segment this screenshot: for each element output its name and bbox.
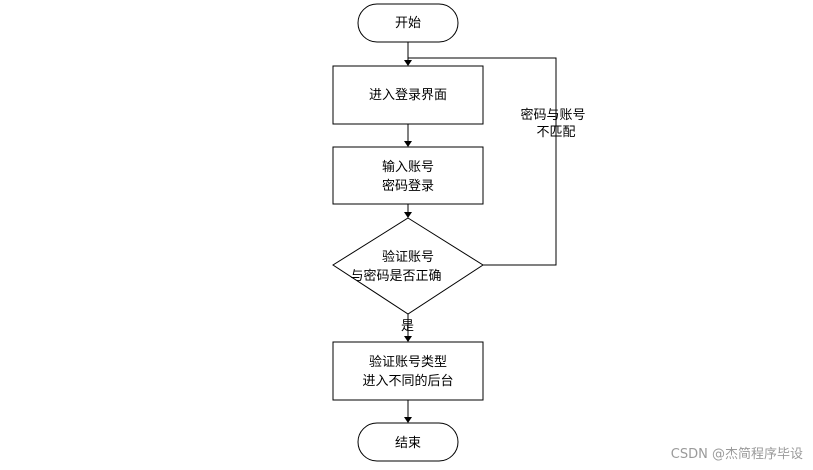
arrowhead-verify [404,212,412,218]
input-label-line2: 密码登录 [382,178,434,194]
input-label-line1: 输入账号 [382,159,434,175]
end-label: 结束 [395,436,421,451]
mismatch-label-line1: 密码与账号 [520,107,585,123]
node-input: 输入账号 密码登录 [332,146,484,205]
node-start: 开始 [357,3,459,43]
dispatch-label-line2: 进入不同的后台 [362,373,453,389]
node-end: 结束 [357,422,459,462]
mismatch-label-line2: 不匹配 [536,125,575,140]
dispatch-box [332,341,484,401]
arrowhead-dispatch [404,336,412,342]
verify-label-line2: 与密码是否正确 [350,268,441,284]
arrowhead-end [404,417,412,423]
node-login-page: 进入登录界面 [332,65,484,125]
arrowhead-login [404,60,412,66]
start-terminator [357,3,459,43]
login-page-box [332,65,484,125]
start-label: 开始 [395,16,421,31]
login-page-label: 进入登录界面 [369,88,447,103]
node-verify: 验证账号 与密码是否正确 [332,217,484,315]
dispatch-label-line1: 验证账号类型 [369,354,447,370]
edges [404,42,557,423]
verify-decision [332,217,484,315]
end-terminator [357,422,459,462]
input-box [332,146,484,205]
yes-label: 是 [401,319,414,334]
node-dispatch: 验证账号类型 进入不同的后台 [332,341,484,401]
edge-mismatch-loop [408,57,557,266]
verify-label-line1: 验证账号 [382,249,434,265]
watermark: CSDN @杰简程序毕设 [671,446,803,462]
arrowhead-input [404,141,412,147]
